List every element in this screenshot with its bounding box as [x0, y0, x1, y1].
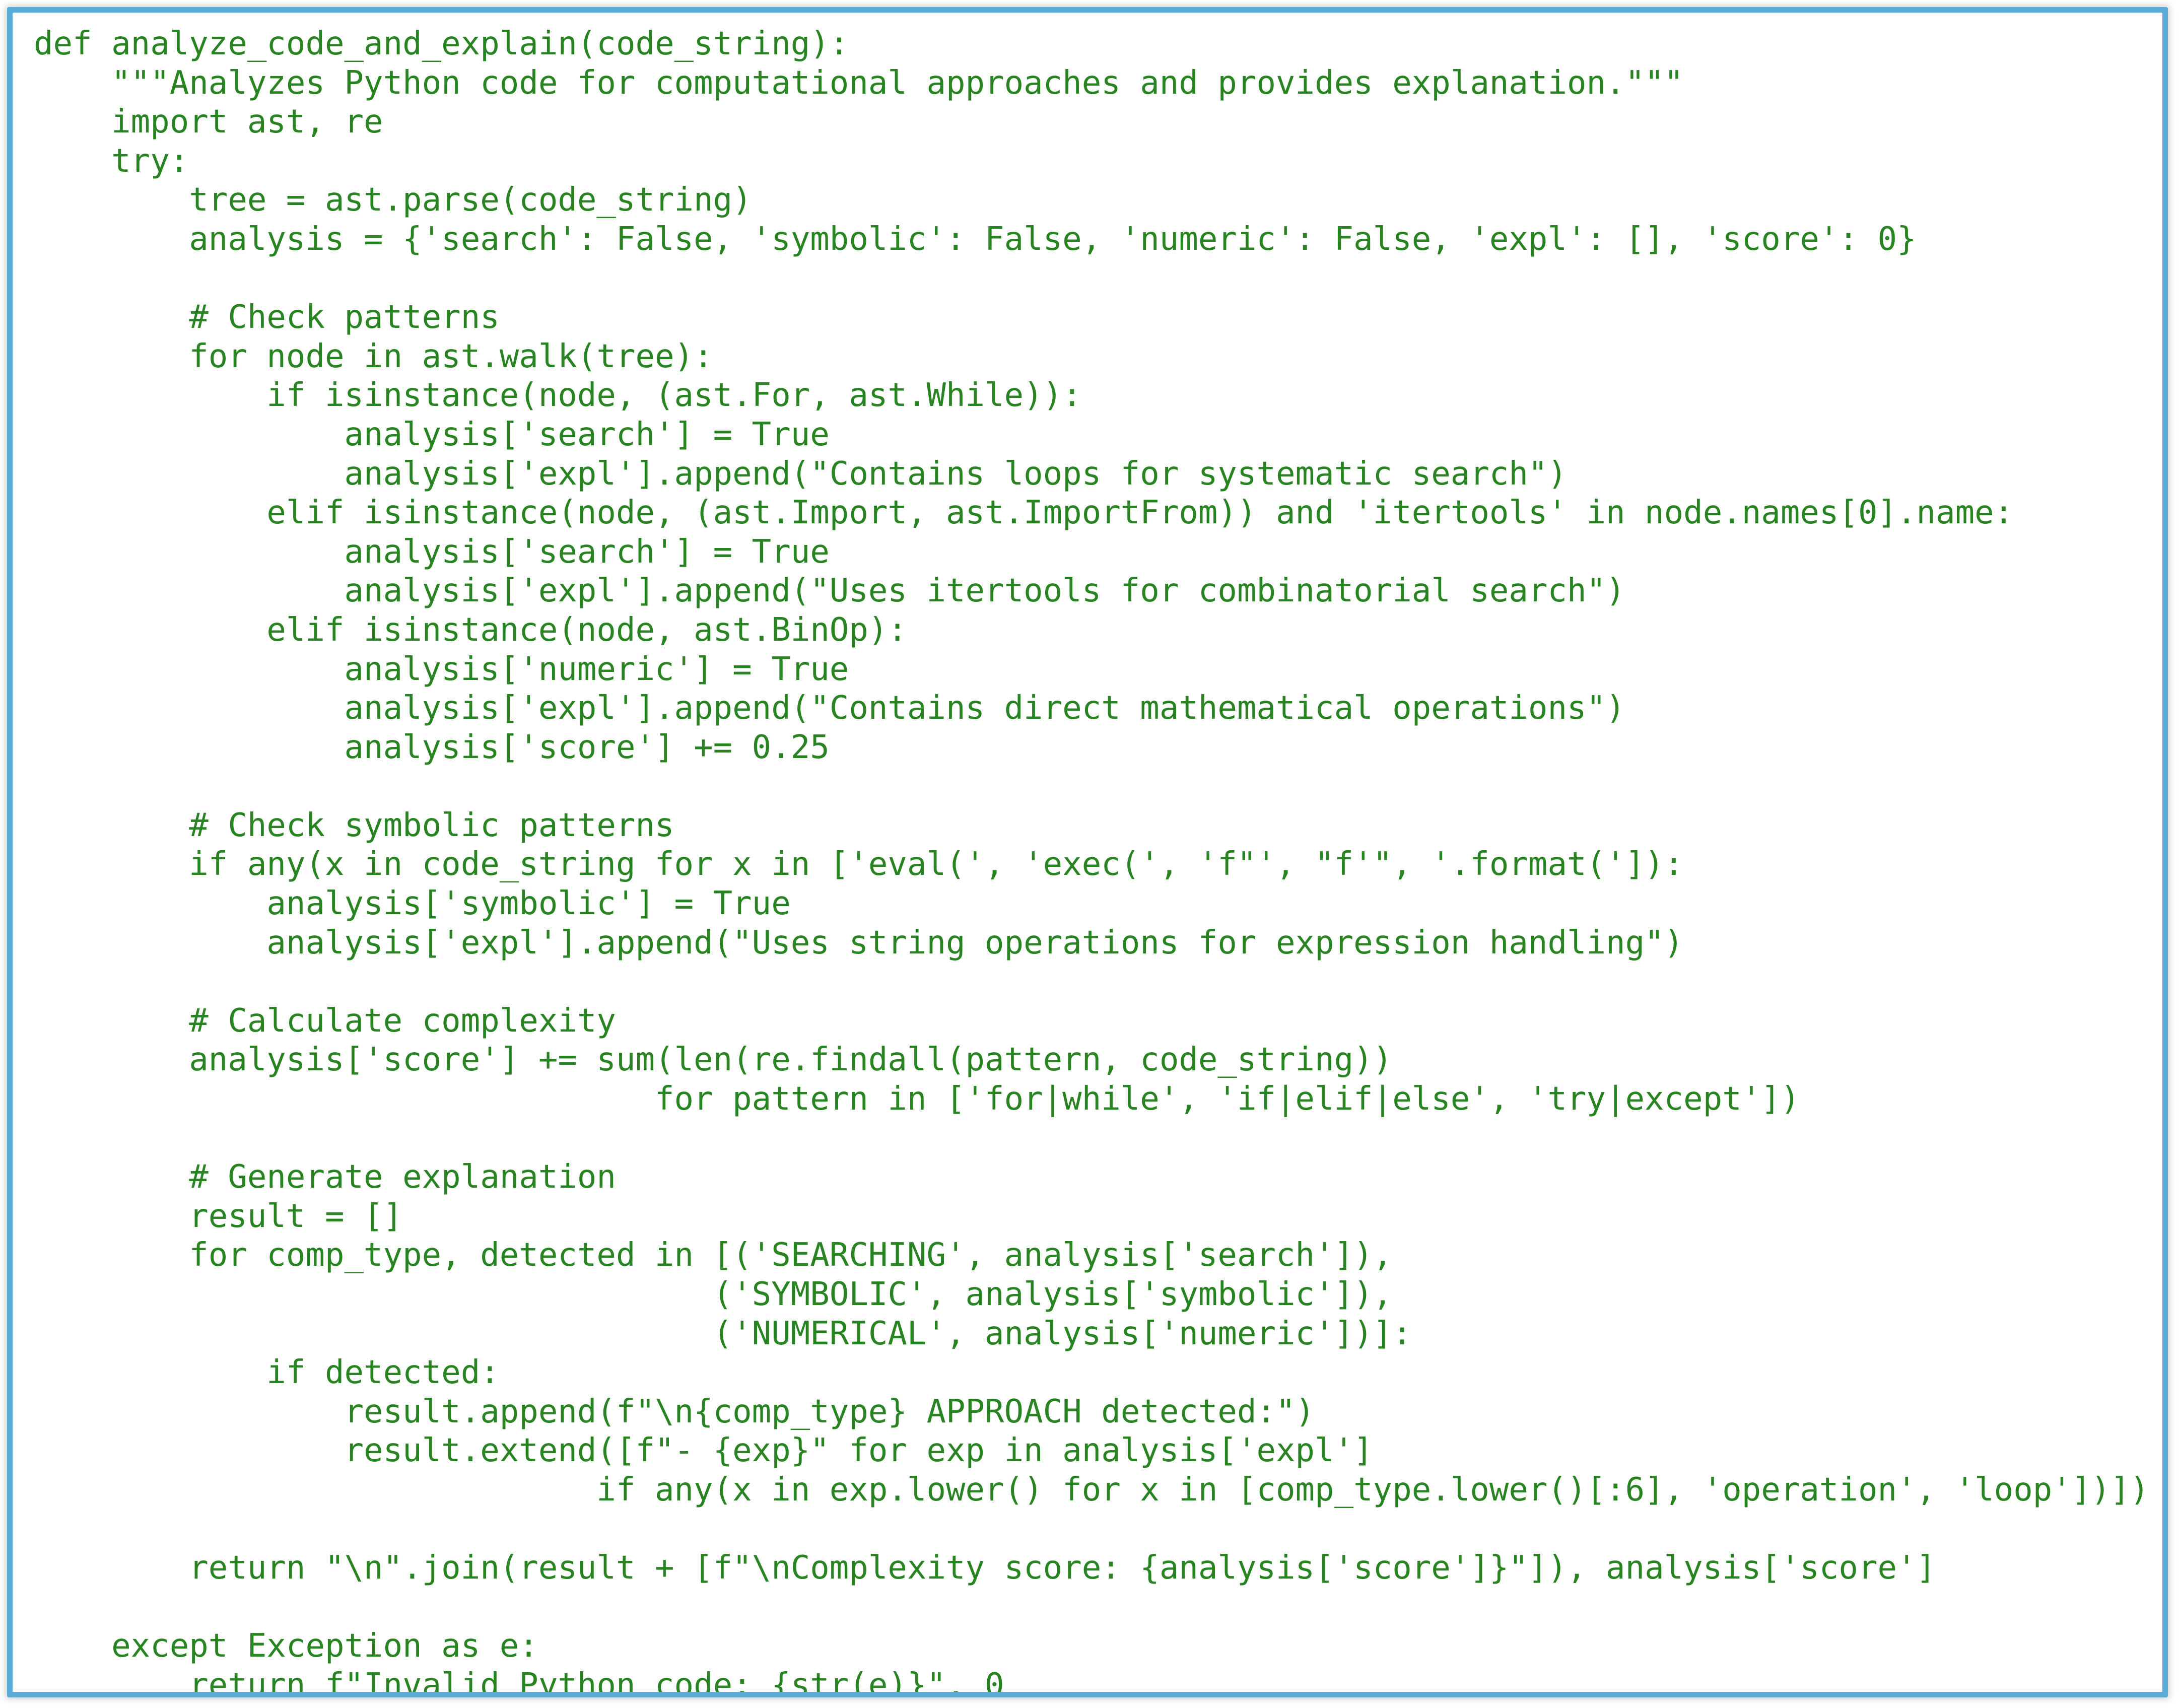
code-line: analysis['search'] = True: [34, 533, 830, 571]
code-line: if any(x in exp.lower() for x in [comp_t…: [34, 1471, 2149, 1509]
code-line: if any(x in code_string for x in ['eval(…: [34, 846, 1684, 883]
code-line: result.extend([f"- {exp}" for exp in ana…: [34, 1432, 1373, 1470]
code-line: analysis['search'] = True: [34, 416, 830, 453]
code-frame: def analyze_code_and_explain(code_string…: [7, 7, 2168, 1697]
code-line: analysis['expl'].append("Uses itertools …: [34, 572, 1625, 610]
code-line: analysis['numeric'] = True: [34, 650, 849, 688]
code-line: [34, 1510, 2149, 1549]
code-line: import ast, re: [34, 103, 383, 141]
code-line: if detected:: [34, 1354, 500, 1392]
code-line: result.append(f"\n{comp_type} APPROACH d…: [34, 1393, 1315, 1430]
code-line: return f"Invalid Python code: {str(e)}",…: [34, 1666, 1004, 1697]
code-line: return "\n".join(result + [f"\nComplexit…: [34, 1549, 1936, 1587]
code-line: # Generate explanation: [34, 1158, 616, 1196]
code-line: analysis['symbolic'] = True: [34, 885, 791, 923]
code-line: [34, 963, 2149, 1002]
code-line: analysis['score'] += sum(len(re.findall(…: [34, 1041, 1393, 1079]
code-line: try:: [34, 142, 189, 180]
code-line: analysis['expl'].append("Contains loops …: [34, 455, 1567, 493]
code-block: def analyze_code_and_explain(code_string…: [34, 25, 2149, 1697]
code-line: for comp_type, detected in [('SEARCHING'…: [34, 1237, 1393, 1274]
code-line: elif isinstance(node, ast.BinOp):: [34, 611, 907, 649]
code-line: for node in ast.walk(tree):: [34, 337, 713, 375]
code-line: elif isinstance(node, (ast.Import, ast.I…: [34, 494, 2014, 532]
code-line: if isinstance(node, (ast.For, ast.While)…: [34, 377, 1082, 415]
code-line: [34, 1119, 2149, 1158]
code-line: result = []: [34, 1197, 403, 1235]
code-line: [34, 767, 2149, 806]
code-line: analysis = {'search': False, 'symbolic':…: [34, 220, 1917, 258]
code-line: tree = ast.parse(code_string): [34, 181, 752, 219]
code-line: [34, 259, 2149, 299]
code-line: analysis['expl'].append("Contains direct…: [34, 690, 1625, 727]
code-line: """Analyzes Python code for computationa…: [34, 64, 1684, 102]
code-line: analysis['score'] += 0.25: [34, 728, 830, 766]
code-line: # Calculate complexity: [34, 1002, 616, 1040]
code-line: # Check symbolic patterns: [34, 806, 674, 844]
code-line: def analyze_code_and_explain(code_string…: [34, 25, 849, 62]
code-line: ('NUMERICAL', analysis['numeric'])]:: [34, 1315, 1412, 1352]
code-line: for pattern in ['for|while', 'if|elif|el…: [34, 1080, 1800, 1118]
code-line: except Exception as e:: [34, 1627, 538, 1665]
code-line: analysis['expl'].append("Uses string ope…: [34, 924, 1684, 962]
code-line: ('SYMBOLIC', analysis['symbolic']),: [34, 1276, 1393, 1313]
code-line: # Check patterns: [34, 299, 500, 336]
code-line: [34, 1588, 2149, 1627]
